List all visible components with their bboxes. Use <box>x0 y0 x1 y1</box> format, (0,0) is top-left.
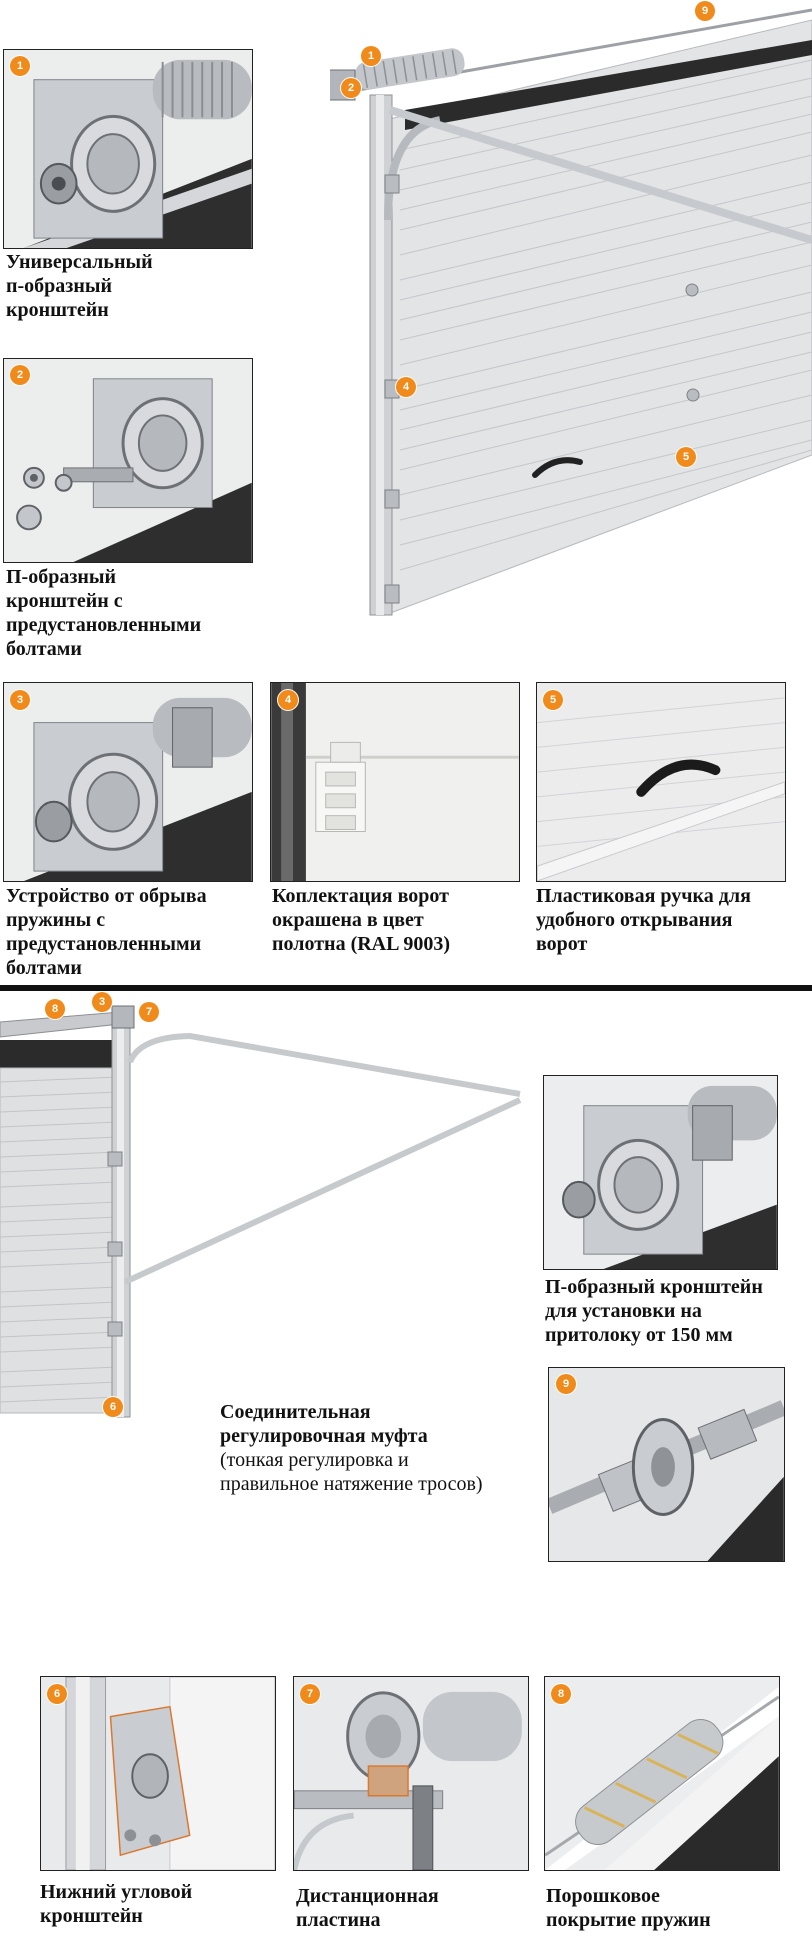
badge-4: 4 <box>396 377 416 397</box>
badge-4: 4 <box>278 690 298 710</box>
caption-color-kit: Коплектация ворот окрашена в цвет полотн… <box>272 885 451 955</box>
spacer-plate-illustration <box>294 1677 528 1870</box>
door-scene-front <box>330 0 812 620</box>
bracket-bolts-illustration <box>4 359 252 562</box>
bracket-illustration <box>4 50 252 248</box>
badge-1: 1 <box>361 46 381 66</box>
badge-7: 7 <box>139 1002 159 1022</box>
badge-5: 5 <box>676 447 696 467</box>
photo-bottom-corner-bracket <box>40 1676 276 1871</box>
caption-bottom-corner-bracket: Нижний угловой кронштейн <box>40 1881 193 1927</box>
coupling-illustration <box>549 1368 784 1561</box>
badge-9: 9 <box>556 1374 576 1394</box>
badge-6: 6 <box>103 1397 123 1417</box>
caption-spring-break-device: Устройство от обрыва пружины с предустан… <box>6 885 207 979</box>
photo-plastic-handle <box>536 682 786 882</box>
caption-plastic-handle: Пластиковая ручка для удобного открывани… <box>536 885 751 955</box>
section-divider <box>0 985 812 991</box>
photo-lintel-bracket <box>543 1075 778 1270</box>
photo-powder-coating <box>544 1676 780 1871</box>
caption-lintel-bracket: П-образный кронштейн для установки на пр… <box>545 1276 763 1346</box>
badge-3: 3 <box>10 690 30 710</box>
badge-6: 6 <box>47 1684 67 1704</box>
door-scene-rear <box>0 992 540 1432</box>
handle-illustration <box>537 683 785 881</box>
caption-p-bracket-bolts: П-образный кронштейн с предустановленным… <box>6 566 202 660</box>
badge-3: 3 <box>92 992 112 1012</box>
badge-5: 5 <box>543 690 563 710</box>
powder-coating-illustration <box>545 1677 779 1870</box>
lintel-bracket-illustration <box>544 1076 777 1269</box>
caption-coupling-title: Соединительная регулировочная муфта <box>220 1401 428 1447</box>
photo-universal-bracket <box>3 49 253 249</box>
caption-coupling-note: (тонкая регулировка и правильное натяжен… <box>220 1449 483 1495</box>
badge-9: 9 <box>695 1 715 21</box>
photo-spacer-plate <box>293 1676 529 1871</box>
garage-door-front-illustration <box>330 8 812 616</box>
badge-8: 8 <box>551 1684 571 1704</box>
badge-7: 7 <box>300 1684 320 1704</box>
photo-p-bracket-bolts <box>3 358 253 563</box>
caption-spacer-plate: Дистанционная пластина <box>296 1885 439 1931</box>
photo-coupling <box>548 1367 785 1562</box>
caption-powder-coating: Порошковое покрытие пружин <box>546 1885 711 1931</box>
corner-bracket-illustration <box>41 1677 275 1870</box>
garage-door-rear-illustration <box>0 1005 522 1418</box>
spring-break-illustration <box>4 683 252 881</box>
color-kit-illustration <box>271 683 519 881</box>
badge-1: 1 <box>10 56 30 76</box>
caption-universal-bracket: Универсальный п-образный кронштейн <box>6 251 153 321</box>
badge-8: 8 <box>45 999 65 1019</box>
photo-color-kit <box>270 682 520 882</box>
photo-spring-break-device <box>3 682 253 882</box>
badge-2: 2 <box>341 78 361 98</box>
badge-2: 2 <box>10 365 30 385</box>
